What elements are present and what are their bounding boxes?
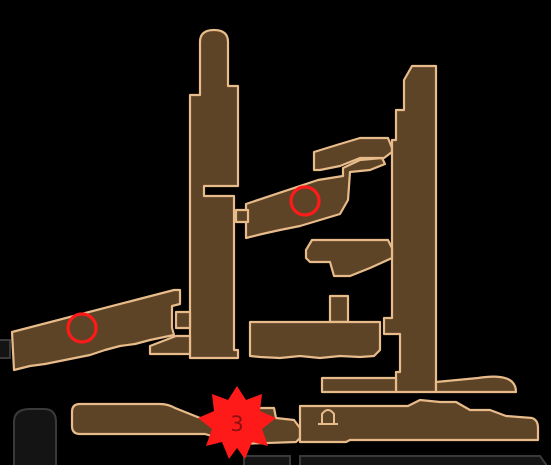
starburst-icon — [198, 386, 276, 459]
room-right-shaft — [382, 64, 438, 394]
room-lower-corridor — [248, 320, 382, 360]
room-shaft-connector — [234, 208, 250, 224]
explored-area — [10, 28, 540, 446]
boss-number: 3 — [230, 412, 243, 436]
room-middle-column — [328, 294, 350, 324]
bench-icon — [318, 409, 338, 425]
neighbor-room-bottom — [243, 455, 291, 465]
room-bottom-right-corridor — [298, 398, 540, 444]
room-middle-hook — [304, 238, 394, 278]
room-upper-ledge — [312, 136, 394, 172]
room-right-nook — [434, 375, 518, 394]
neighbor-room-left-edge — [0, 339, 11, 359]
room-left-shaft — [188, 28, 240, 360]
room-right-platform — [320, 376, 398, 394]
room-left-connector — [174, 310, 192, 330]
pin-marker-upper[interactable] — [289, 185, 321, 217]
neighbor-room-left — [13, 408, 57, 465]
boss-marker[interactable]: 3 — [198, 386, 276, 459]
neighbor-room-bottom-right — [299, 455, 548, 465]
room-left-step — [148, 334, 192, 356]
pin-marker-left[interactable] — [66, 312, 98, 344]
room-upper-slope — [244, 156, 387, 240]
